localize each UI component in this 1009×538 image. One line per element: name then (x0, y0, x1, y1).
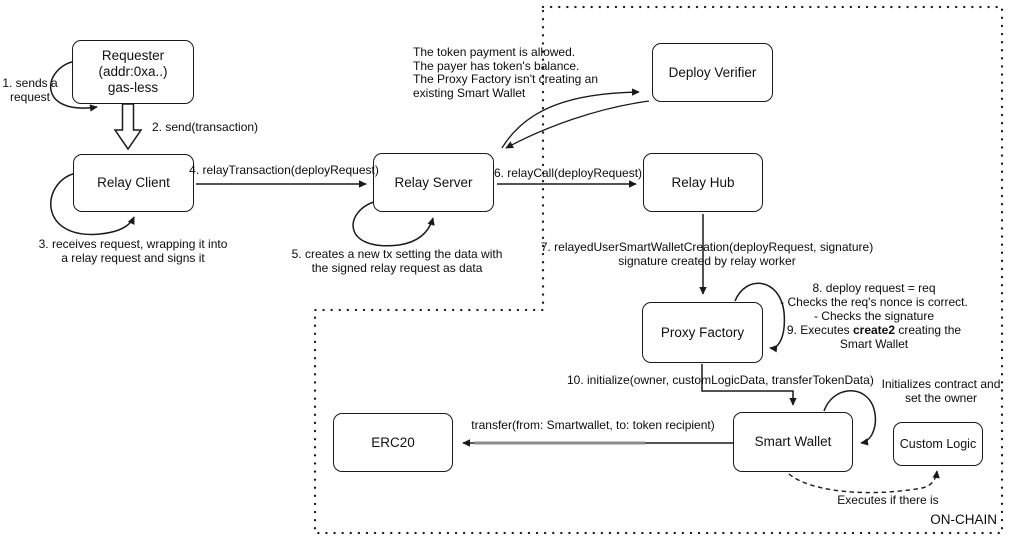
label-step3: 3. receives request, wrapping it into a … (38, 237, 228, 265)
edge-relay-server-self-loop (352, 200, 435, 247)
node-relay-server: Relay Server (373, 153, 494, 212)
label-step8-9: 8. deploy request = req - Checks the req… (780, 281, 968, 351)
label-executes-note: Executes if there is (837, 493, 939, 507)
node-smart-wallet: Smart Wallet (733, 412, 853, 472)
label-step4: 4. relayTransaction(deployRequest) (189, 163, 379, 177)
onchain-boundary (313, 5, 1004, 535)
node-proxy-factory: Proxy Factory (642, 302, 763, 363)
node-custom-logic-label: Custom Logic (899, 437, 977, 451)
node-relay-server-label: Relay Server (394, 174, 473, 190)
label-on-chain: ON-CHAIN (930, 512, 997, 527)
edge-relay-client-self-loop (50, 172, 135, 236)
label-step7: 7. relayedUserSmartWalletCreation(deploy… (540, 240, 874, 268)
node-erc20-label: ERC20 (371, 434, 415, 450)
node-requester: Requester (addr:0xa..) gas-less (72, 40, 194, 104)
edge-proxy-factory-self-loop (734, 282, 786, 353)
label-step6: 6. relayCall(deployRequest) (493, 166, 643, 180)
node-deploy-verifier-label: Deploy Verifier (668, 64, 757, 80)
node-requester-line: (addr:0xa..) (98, 64, 168, 79)
edge-requester-self-loop (49, 60, 98, 112)
label-step5: 5. creates a new tx setting the data wit… (291, 247, 503, 275)
edge-verifier-to-server (505, 100, 650, 149)
edge-smart-wallet-self-loop (823, 390, 877, 446)
node-smart-wallet-label: Smart Wallet (754, 434, 832, 449)
edge-server-to-verifier (501, 88, 640, 149)
node-erc20: ERC20 (333, 413, 453, 472)
node-requester-line: gas-less (107, 80, 159, 95)
edge-executes-custom-logic (788, 470, 940, 494)
edge-send-transaction-block-arrow (113, 103, 143, 151)
node-relay-hub: Relay Hub (643, 153, 763, 212)
label-step9-line1: 9. Executes create2 creating the (786, 323, 962, 337)
node-relay-client: Relay Client (73, 154, 194, 212)
node-custom-logic: Custom Logic (893, 422, 983, 466)
node-requester-line: Requester (101, 48, 165, 63)
node-relay-client-label: Relay Client (97, 175, 170, 190)
label-step1: 1. sends a request (2, 76, 58, 104)
label-step10: 10. initialize(owner, customLogicData, t… (567, 373, 874, 387)
node-relay-hub-label: Relay Hub (671, 174, 735, 190)
label-custom-logic-note: Initializes contract and set the owner (881, 377, 1001, 405)
create2-bold: create2 (852, 323, 896, 337)
label-transfer: transfer(from: Smartwallet, to: token re… (471, 418, 715, 432)
edge-initialize (701, 364, 797, 406)
node-proxy-factory-label: Proxy Factory (660, 324, 745, 340)
label-step2: 2. send(transaction) (152, 120, 259, 134)
node-deploy-verifier: Deploy Verifier (652, 43, 773, 102)
label-verifier-note: The token payment is allowed. The payer … (413, 45, 599, 100)
